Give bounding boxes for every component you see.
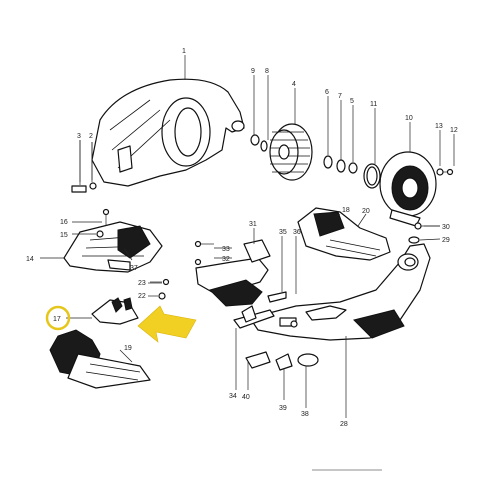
callout-36: 36	[293, 229, 301, 236]
deflector-plate-17	[91, 297, 139, 325]
callout-32: 32	[222, 256, 230, 263]
callout-22: 22	[138, 293, 146, 300]
callout-14: 14	[26, 256, 34, 263]
callout-11: 11	[370, 101, 377, 108]
screw-36	[267, 291, 287, 303]
callout-2: 2	[89, 133, 93, 140]
fan-housing	[91, 78, 245, 187]
callout-16: 16	[60, 219, 68, 226]
callout-30: 30	[442, 224, 450, 231]
bolts-12-13	[436, 168, 454, 176]
callout-28: 28	[340, 421, 348, 428]
callout-18: 18	[342, 207, 350, 214]
small-brackets-34-40	[233, 305, 319, 371]
callout-20: 20	[362, 208, 370, 215]
callout-29: 29	[442, 237, 450, 244]
callout-4: 4	[292, 81, 296, 88]
cylinder-cover-left	[63, 208, 163, 273]
callout-40: 40	[242, 394, 250, 401]
callout-37: 37	[130, 265, 138, 272]
callout-1: 1	[182, 48, 186, 55]
callout-19: 19	[124, 345, 132, 352]
highlight-arrow	[137, 305, 197, 343]
callout-5: 5	[350, 98, 354, 105]
callout-38: 38	[301, 411, 309, 418]
callout-39: 39	[279, 405, 287, 412]
callout-35: 35	[279, 229, 287, 236]
screws-2-3	[71, 140, 97, 193]
callout-17: 17	[53, 316, 61, 323]
callout-34: 34	[229, 393, 237, 400]
callout-23: 23	[138, 280, 146, 287]
callout-33: 33	[222, 246, 230, 253]
hub-spacers	[323, 155, 381, 189]
air-deflector-31-32-33	[194, 239, 271, 307]
bolts-22-23	[150, 278, 170, 300]
highlight-circle	[45, 305, 71, 331]
callout-12: 12	[450, 127, 458, 134]
callout-13: 13	[435, 123, 443, 130]
engine-tin-lower-28	[249, 243, 431, 341]
callout-labels: 1 2 3 4 5 6 7 8 9 10 11 12 13 14 15 16 1…	[26, 48, 458, 428]
callout-10: 10	[405, 115, 413, 122]
cooling-fan	[250, 123, 313, 181]
callout-15: 15	[60, 232, 68, 239]
fan-pulley-cover	[379, 151, 437, 227]
callout-7: 7	[338, 93, 342, 100]
cylinder-cover-lower-left	[49, 329, 151, 389]
callout-6: 6	[325, 89, 329, 96]
callout-31: 31	[249, 221, 257, 228]
callout-9: 9	[251, 68, 255, 75]
leader-lines	[40, 55, 455, 418]
callout-8: 8	[265, 68, 269, 75]
cylinder-cover-right-upper	[297, 207, 391, 261]
callout-3: 3	[77, 133, 81, 140]
